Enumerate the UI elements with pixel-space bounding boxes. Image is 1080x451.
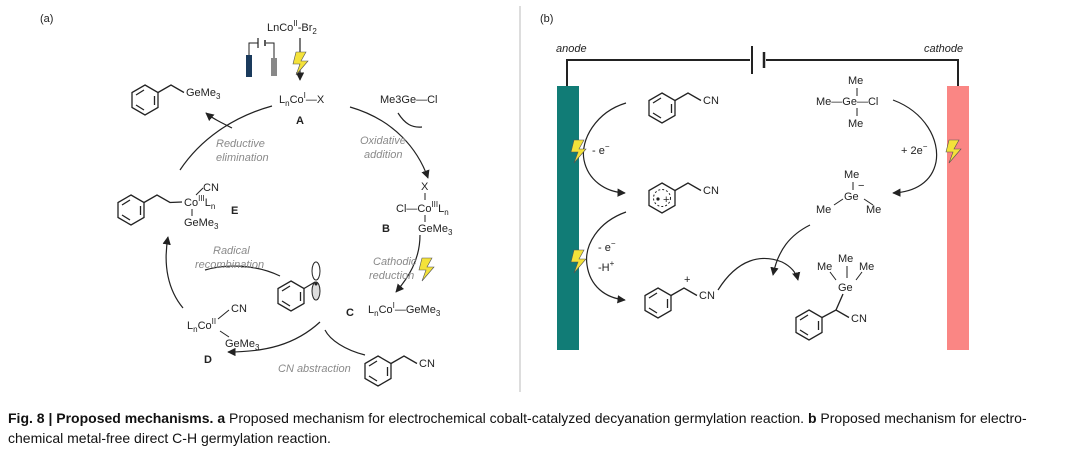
arrow-radical-in <box>204 265 281 277</box>
arrow-oxidation-2 <box>586 211 627 304</box>
caption-a-text: Proposed mechanism for electrochemical c… <box>229 410 805 426</box>
reagent-me3gecl: Me3Ge—Cl <box>380 94 437 106</box>
radical-cation: + CN <box>648 182 719 214</box>
arrow-oxidative-addition <box>349 106 430 179</box>
panel-b-label: (b) <box>540 13 553 25</box>
panel-b: (b) anode cathode CN - e− + CN - <box>540 13 969 350</box>
svg-text:−: − <box>858 180 864 192</box>
lightning-icon-b2 <box>570 249 587 274</box>
catalyst-B: X Cl—CoIIILn GeMe3 <box>396 181 453 237</box>
svg-text:Me: Me <box>866 204 881 216</box>
arrow-cation-to-product <box>717 257 801 291</box>
arrow-product-out <box>205 112 233 129</box>
svg-text:X: X <box>421 181 429 193</box>
svg-text:Me: Me <box>848 118 863 130</box>
circuit-wire <box>566 59 959 86</box>
step-cn-abstraction: CN abstraction <box>278 363 351 375</box>
svg-text:Me—Ge—Cl: Me—Ge—Cl <box>816 96 878 108</box>
arrow-oxidation-1 <box>582 102 627 197</box>
lightning-icon-cathodic <box>418 257 435 282</box>
label-B: B <box>382 223 390 235</box>
svg-text:CN: CN <box>703 185 719 197</box>
lightning-icon-b1 <box>570 139 587 164</box>
anode-label: anode <box>556 43 587 55</box>
svg-text:CN: CN <box>203 182 219 194</box>
svg-text:Me: Me <box>838 253 853 265</box>
arrow-reagent-in <box>397 112 423 128</box>
panel-a: (a) LnCoII-Br2 LnCoI—X A Me3Ge—Cl Oxidat… <box>40 13 453 387</box>
label-E: E <box>231 205 238 217</box>
benzyl-radical <box>277 261 321 312</box>
lightning-icon-b3 <box>945 139 962 164</box>
product-germylated: Me Me Me Ge CN <box>795 253 874 341</box>
svg-text:GeMe3: GeMe3 <box>225 338 260 352</box>
label-D: D <box>204 354 212 366</box>
product-benzylgermane: GeMe3 <box>131 84 221 116</box>
svg-text:Me: Me <box>859 261 874 273</box>
anode-electrode <box>557 86 579 350</box>
svg-text:+: + <box>663 194 669 206</box>
arrow-cathodic-reduction <box>395 234 421 293</box>
two-e: + 2e− <box>901 142 928 157</box>
benzyl-cation: + CN <box>644 274 715 319</box>
svg-text:GeMe3: GeMe3 <box>186 87 221 101</box>
catalyst-C: LnCoI—GeMe3 <box>368 301 441 318</box>
caption-b-label: b <box>807 410 817 426</box>
lightning-icon <box>292 51 309 76</box>
e-minus-1: - e− <box>592 142 610 157</box>
catalyst-E: CN CoIIILn GeMe3 <box>117 182 219 231</box>
arrow-reductive-elimination <box>179 105 273 171</box>
arrow-radical-recombination <box>162 236 184 309</box>
e-minus-2: - e− <box>598 239 616 254</box>
substrate-benzylcyanide-b: CN <box>648 92 719 124</box>
svg-text:+: + <box>684 274 690 286</box>
cathode-label: cathode <box>924 43 963 55</box>
arrow-cn-abstraction <box>227 321 321 357</box>
precatalyst: LnCoII-Br2 <box>267 19 317 36</box>
cathode-electrode <box>947 86 969 350</box>
battery-icon <box>246 38 277 77</box>
arrow-reduction <box>892 99 938 197</box>
svg-text:Ge: Ge <box>844 191 859 203</box>
catalyst-D: CN LnCoII GeMe3 <box>187 303 260 352</box>
svg-text:CN: CN <box>699 290 715 302</box>
panel-a-label: (a) <box>40 13 53 25</box>
svg-text:CN: CN <box>419 358 435 370</box>
label-C: C <box>346 307 354 319</box>
arrow-substrate-in <box>324 329 366 356</box>
svg-text:LnCoII: LnCoII <box>187 317 216 334</box>
substrate-benzylcyanide: CN <box>364 355 435 387</box>
svg-text:Me: Me <box>817 261 832 273</box>
svg-text:CoIIILn: CoIIILn <box>184 194 215 211</box>
arrow-germyl-to-product <box>770 224 811 276</box>
svg-text:CN: CN <box>851 313 867 325</box>
svg-text:CN: CN <box>231 303 247 315</box>
caption-fig-title: Fig. 8 | Proposed mechanisms. <box>8 410 214 426</box>
svg-text:CN: CN <box>703 95 719 107</box>
catalyst-A: LnCoI—X <box>279 91 325 108</box>
caption-a-label: a <box>217 410 226 426</box>
svg-text:Me: Me <box>844 169 859 181</box>
label-A: A <box>296 115 304 127</box>
reagent-me3gecl-b: Me Me—Ge—Cl Me <box>816 75 878 130</box>
svg-text:GeMe3: GeMe3 <box>418 223 453 237</box>
svg-text:Me: Me <box>816 204 831 216</box>
h-plus: -H+ <box>598 259 615 274</box>
svg-text:Ge: Ge <box>838 282 853 294</box>
svg-text:Me: Me <box>848 75 863 87</box>
svg-text:Cl—CoIIILn: Cl—CoIIILn <box>396 200 449 217</box>
svg-text:GeMe3: GeMe3 <box>184 217 219 231</box>
figure-caption: Fig. 8 | Proposed mechanisms. a Proposed… <box>8 408 1074 448</box>
caption-b-text: Proposed mechanism for electro-chemical … <box>8 410 1027 446</box>
mechanism-figure: (a) LnCoII-Br2 LnCoI—X A Me3Ge—Cl Oxidat… <box>40 6 969 392</box>
germyl-anion: Me − Ge Me Me <box>816 169 881 216</box>
